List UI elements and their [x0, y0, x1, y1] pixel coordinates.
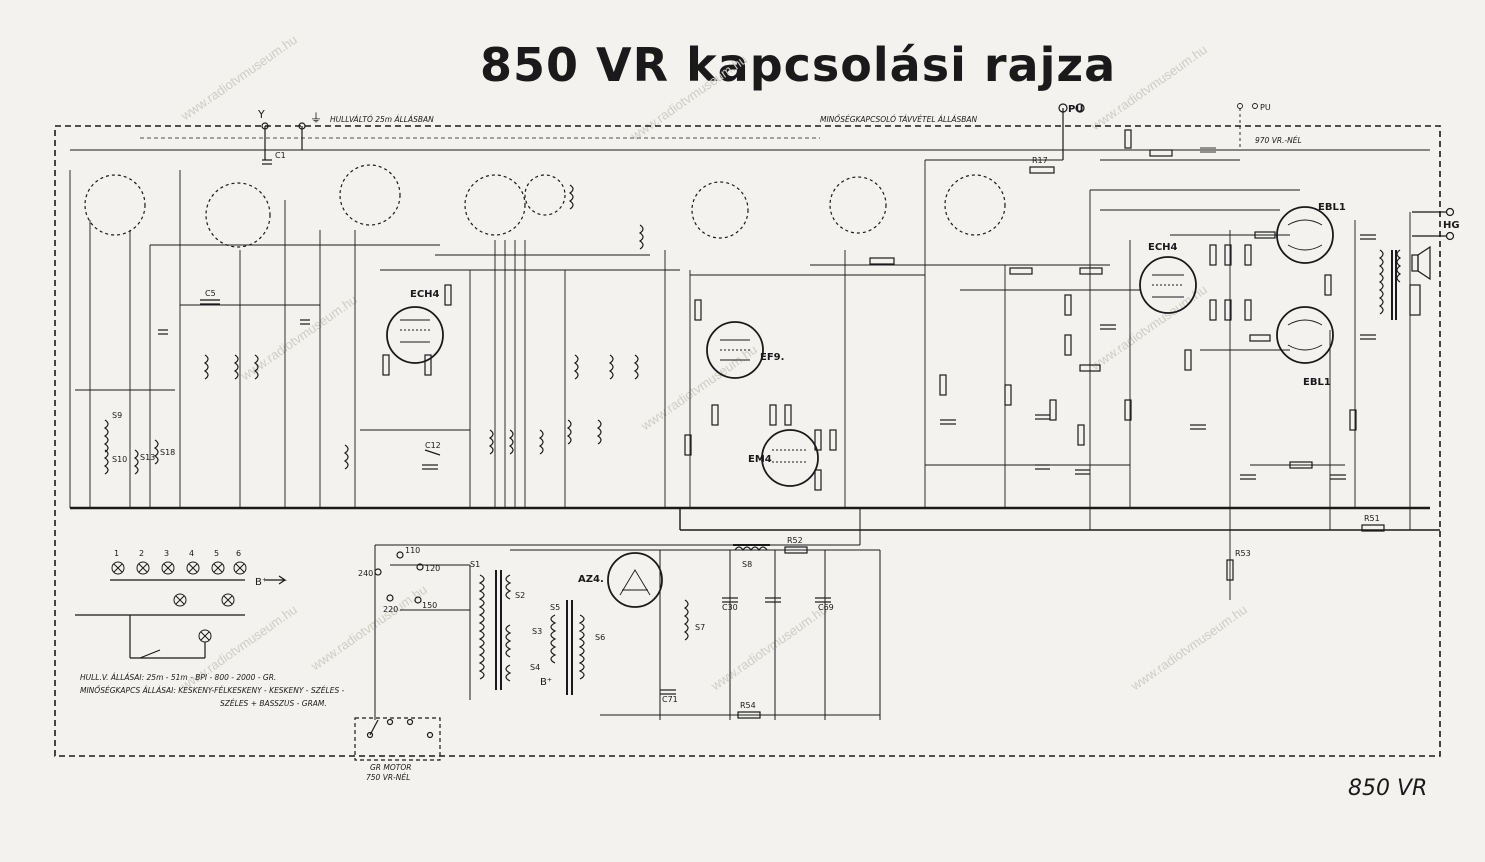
voltage-110: 110 — [405, 546, 420, 555]
s6-label: S6 — [595, 633, 605, 642]
tube-ef9 — [706, 321, 764, 379]
tube-em4 — [761, 429, 819, 487]
lamp-1-label: 1 — [114, 549, 119, 558]
s1-label: S1 — [470, 560, 480, 569]
pu-label: PU — [1068, 104, 1083, 115]
minoseg-note: MINŐSÉGKAPCSOLÓ TÁVVÉTEL ÁLLÁSBAN — [820, 115, 978, 124]
c1-label: C1 — [275, 151, 286, 160]
tube-ebl1-bottom — [1276, 306, 1334, 364]
lamp-3-label: 3 — [164, 549, 169, 558]
ef9-label: EF9. — [760, 352, 784, 363]
motor-note: GR MOTOR — [370, 763, 411, 772]
r52-text: R52 — [787, 536, 803, 545]
ground-label: ⏚ — [310, 111, 322, 125]
output-transformer — [1378, 249, 1402, 320]
c12-label: C12 — [425, 441, 441, 450]
voltage-240: 240 — [358, 569, 373, 578]
c69-label: C69 — [818, 603, 834, 612]
motor-sub-note: 750 VR-NÉL — [366, 773, 410, 782]
s9-label: S9 — [112, 411, 122, 420]
r54-text: R54 — [740, 701, 756, 710]
rf-coils — [103, 184, 644, 475]
capacitors — [158, 159, 1376, 695]
wiring — [69, 159, 1411, 600]
speaker-icon — [1411, 245, 1431, 281]
r51-text: R51 — [1364, 514, 1380, 523]
s8-label: S8 — [742, 560, 752, 569]
az4-label: AZ4. — [578, 574, 604, 585]
vr-only-note: 970 VR.-NÉL — [1255, 136, 1302, 145]
power-wiring — [374, 508, 881, 720]
tubes — [386, 206, 1334, 608]
pu-pair-label: PU — [1260, 103, 1271, 112]
s7-label: S7 — [695, 623, 705, 632]
b-plus-left: B⁺ — [255, 577, 267, 588]
lamp-2-label: 2 — [139, 549, 144, 558]
voltage-120: 120 — [425, 564, 440, 573]
pu-terminal — [1058, 103, 1085, 160]
s13-label: S13 — [140, 453, 155, 462]
diagram-title: 850 VR kapcsolási rajza — [480, 38, 1117, 92]
voltage-selector — [374, 551, 424, 604]
tube-ech4-right — [1139, 256, 1197, 314]
s10-label: S10 — [112, 455, 127, 464]
band-switch-left — [84, 164, 1006, 248]
s2-label: S2 — [515, 591, 525, 600]
c5-label: C5 — [205, 289, 216, 298]
mains-switch — [366, 718, 434, 739]
s5-label: S5 — [550, 603, 560, 612]
s4-label: S4 — [530, 663, 540, 672]
r51 — [1361, 524, 1385, 532]
lamp-6-label: 6 — [236, 549, 241, 558]
ech4-label-left: ECH4 — [410, 289, 440, 300]
ebl1-bottom-label: EBL1 — [1303, 377, 1331, 388]
r17-text: R17 — [1032, 156, 1048, 165]
model-label: 850 VR — [1348, 776, 1428, 801]
pilot-lamps — [75, 561, 287, 659]
gram-motor-box — [354, 717, 441, 761]
lamp-4-label: 4 — [189, 549, 194, 558]
antenna-terminal — [261, 122, 269, 160]
pu-network — [1100, 103, 1258, 153]
r53 — [1226, 559, 1234, 581]
antenna-label: Y — [257, 108, 265, 121]
hg-label: HG — [1443, 220, 1460, 231]
hullvalto-note: HULLVÁLTÓ 25m ÁLLÁSBAN — [330, 115, 434, 124]
r17 — [1029, 166, 1055, 174]
c71-label: C71 — [662, 695, 678, 704]
tube-ech4-left — [386, 306, 444, 364]
b-plus-right: B⁺ — [540, 677, 552, 688]
power-transformer — [478, 570, 585, 695]
voltage-220: 220 — [383, 605, 398, 614]
r53-text: R53 — [1235, 549, 1251, 558]
chassis-outline — [54, 125, 1441, 757]
s18-label: S18 — [160, 448, 175, 457]
voltage-150: 150 — [422, 601, 437, 610]
ebl1-top-label: EBL1 — [1318, 202, 1346, 213]
lamp-5-label: 5 — [214, 549, 219, 558]
ground-terminal — [298, 122, 306, 150]
hg-terminal — [1412, 207, 1455, 241]
s3-label: S3 — [532, 627, 542, 636]
em4-label: EM4 — [748, 454, 772, 465]
legend-line-2: MINŐSÉGKAPCS ÁLLÁSAI: KESKENY-FÉLKESKENY… — [80, 686, 345, 695]
tube-ebl1-top — [1276, 206, 1334, 264]
c30-label: C30 — [722, 603, 738, 612]
legend-line-3: SZÉLES + BASSZUS - GRAM. — [220, 699, 327, 708]
tube-az4 — [607, 552, 663, 608]
ech4-label-right: ECH4 — [1148, 242, 1178, 253]
legend-line-1: HULL.V. ÁLLÁSAI: 25m - 51m - BPI - 800 -… — [80, 673, 276, 682]
